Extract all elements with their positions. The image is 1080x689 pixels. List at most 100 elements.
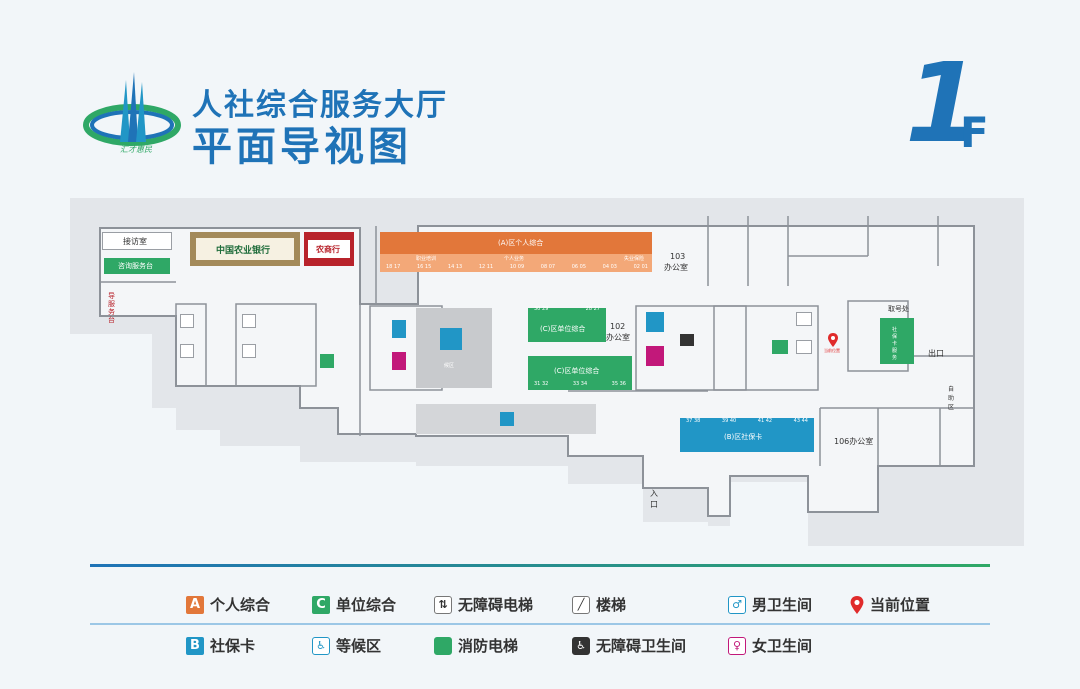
c-top-window-numbers: 30 29 28 27 — [534, 306, 600, 312]
legend-item-male-restroom: ♂ 男卫生间 — [728, 594, 812, 615]
a-sub2: 个人业务 — [504, 256, 525, 262]
legend-item-female-restroom: ♀ 女卫生间 — [728, 635, 812, 656]
legend-item-waiting: ♿ 等候区 — [312, 635, 381, 656]
male-restroom-icon-2 — [646, 312, 664, 332]
window-number: 28 27 — [585, 306, 600, 312]
window-number: 12 11 — [478, 264, 494, 270]
window-number: 35 36 — [611, 381, 626, 387]
a-sub1: 职业培训 — [416, 256, 437, 262]
fire-elevator-icon — [434, 636, 452, 655]
accessible-elevator-icon-5 — [796, 312, 812, 326]
floor-suffix: F — [960, 108, 989, 157]
window-number: 16 15 — [416, 264, 432, 270]
legend-label: 消防电梯 — [458, 637, 519, 655]
number-machine-label: 取号处 — [888, 305, 909, 313]
legend-label: 社保卡 — [210, 637, 256, 655]
vertical-service-tag: 导服务台 — [108, 292, 115, 324]
floor-number: 1 — [905, 39, 982, 167]
b-area-title: (B)区社保卡 — [724, 433, 763, 441]
a-sub3: 失业保险 — [624, 256, 645, 262]
social-card-service[interactable]: 社保卡服务 — [880, 318, 914, 364]
exit-label: 出口 — [928, 349, 944, 358]
self-service-label: 自助区 — [948, 386, 955, 411]
window-number: 41 42 — [757, 418, 773, 424]
female-restroom-icon-2 — [646, 346, 664, 366]
consult-desk[interactable]: 咨询服务台 — [104, 258, 170, 274]
window-number: 43 44 — [793, 418, 808, 424]
reception-label: 接访室 — [123, 237, 147, 246]
letter-c-badge: C — [312, 595, 330, 614]
legend-label: 等候区 — [336, 637, 382, 655]
legend-label: 无障碍电梯 — [458, 596, 534, 614]
window-number: 39 40 — [721, 418, 737, 424]
abc-bank-label: 中国农业银行 — [216, 246, 271, 256]
floor-plan: 接访室 咨询服务台 中国农业银行 农商行 导服务台 (A)区个人综合 职业培训 … — [68, 196, 1026, 566]
window-number: 31 32 — [534, 381, 549, 387]
office-103-text: 办公室 — [664, 263, 688, 272]
legend-item-c: C 单位综合 — [312, 594, 396, 615]
legend-label: 无障碍卫生间 — [596, 637, 687, 655]
letter-a-badge: A — [186, 595, 204, 614]
fire-elevator-icon — [320, 354, 334, 368]
a-area-title: (A)区个人综合 — [498, 239, 544, 247]
abc-bank[interactable]: 中国农业银行 — [190, 232, 300, 266]
office-102-text: 办公室 — [606, 333, 630, 342]
office-103-num: 103 — [670, 252, 686, 261]
waiting-seat-icon-2 — [500, 412, 514, 426]
accessible-elevator-icon-4 — [242, 344, 256, 358]
rural-bank-label: 农商行 — [316, 245, 340, 254]
legend-label: 女卫生间 — [752, 637, 813, 655]
reception-room[interactable]: 接访室 — [102, 232, 172, 250]
legend-mid-divider — [90, 623, 990, 625]
window-number: 06 05 — [571, 264, 587, 270]
legend-item-accessible-elevator: ⇅ 无障碍电梯 — [434, 594, 533, 615]
accessible-elevator-icon: ⇅ — [434, 595, 452, 614]
legend-label: 当前位置 — [870, 596, 931, 614]
accessible-elevator-icon-3 — [242, 314, 256, 328]
current-position-label: 当前位置 — [824, 348, 840, 353]
window-number: 30 29 — [534, 306, 549, 312]
waiting-center-label: 候区 — [444, 363, 455, 369]
window-number: 33 34 — [572, 381, 588, 387]
entrance-label: 入口 — [650, 489, 658, 509]
female-restroom-icon — [392, 352, 406, 370]
accessible-elevator-icon-2 — [180, 344, 194, 358]
legend-item-fire-elevator: 消防电梯 — [434, 635, 518, 656]
waiting-seat-icon — [440, 328, 462, 350]
accessible-restroom-icon — [680, 334, 694, 346]
a-area-personal[interactable]: (A)区个人综合 — [380, 232, 652, 254]
c-area-top[interactable]: 30 29 28 27 (C)区单位综合 — [528, 306, 606, 342]
legend-label: 个人综合 — [210, 596, 271, 614]
fire-elevator-icon-2 — [772, 340, 788, 354]
service-tag: 社保卡服务 — [892, 327, 898, 361]
window-number: 10 09 — [509, 264, 525, 270]
legend-item-current-location: 当前位置 — [850, 594, 930, 615]
current-location-pin-icon — [828, 332, 838, 347]
logo: 汇才惠民 — [82, 70, 182, 160]
window-number: 18 17 — [386, 264, 401, 270]
accessible-elevator-icon — [180, 314, 194, 328]
page-subtitle: 平面导视图 — [192, 124, 412, 170]
accessible-restroom-icon: ♿ — [572, 636, 590, 655]
legend-item-accessible-restroom: ♿ 无障碍卫生间 — [572, 635, 686, 656]
consult-desk-label: 咨询服务台 — [118, 262, 153, 270]
legend-label: 楼梯 — [596, 596, 627, 614]
office-102-num: 102 — [610, 322, 626, 331]
office-106: 106办公室 — [834, 437, 874, 446]
window-number: 08 07 — [540, 264, 556, 270]
rural-bank[interactable]: 农商行 — [304, 232, 354, 266]
legend-item-stairs: ╱ 楼梯 — [572, 594, 626, 615]
accessible-elevator-icon-6 — [796, 340, 812, 354]
waiting-seat-icon: ♿ — [312, 636, 330, 655]
window-number: 04 03 — [602, 264, 617, 270]
legend-label: 男卫生间 — [752, 596, 813, 614]
page-title: 人社综合服务大厅 — [192, 88, 448, 123]
logo-text: 汇才惠民 — [120, 145, 152, 154]
legend-label: 单位综合 — [336, 596, 397, 614]
c-top-title: (C)区单位综合 — [540, 325, 586, 333]
